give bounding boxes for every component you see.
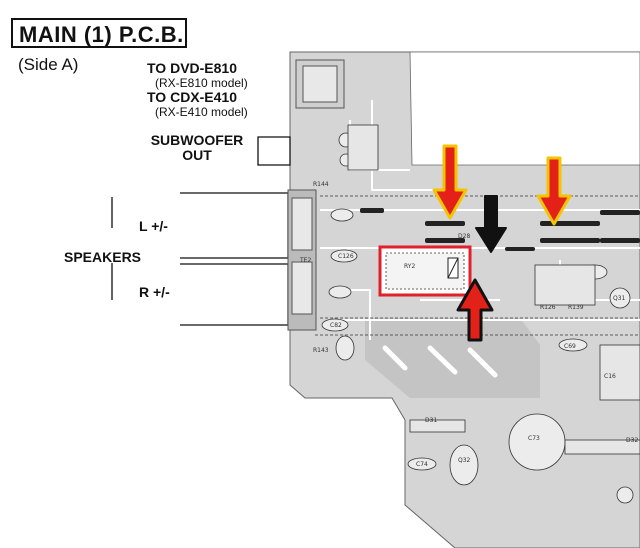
- speaker-brackets: [111, 136, 291, 326]
- speaker-right-label: R +/-: [139, 284, 170, 300]
- comp-r139: R139: [568, 304, 584, 311]
- comp-d32: D32: [626, 437, 638, 444]
- comp-c74: C74: [416, 461, 428, 468]
- speaker-left-label: L +/-: [139, 218, 168, 234]
- subwoofer-label: SUBWOOFER: [150, 132, 244, 148]
- side-label: (Side A): [18, 55, 79, 74]
- comp-te2: TE2: [299, 257, 311, 264]
- heatsink-stripes: [382, 345, 498, 378]
- subwoofer-out-label: OUT: [182, 147, 212, 163]
- cdx-connector-label: TO CDX-E410: [147, 89, 237, 105]
- black-arrow-down: [475, 195, 507, 253]
- page-title: MAIN (1) P.C.B.: [19, 22, 184, 47]
- comp-q32: Q32: [458, 457, 471, 464]
- title-box: MAIN (1) P.C.B.: [11, 18, 187, 48]
- yellow-arrow-left: [432, 144, 468, 220]
- heatsink-area: [365, 318, 540, 398]
- comp-d31: D31: [425, 417, 437, 424]
- comp-c73: C73: [528, 435, 540, 442]
- dvd-model-label: (RX-E810 model): [155, 76, 248, 90]
- speakers-label: SPEAKERS: [64, 249, 142, 265]
- comp-c82: C82: [330, 322, 342, 329]
- dvd-connector-label: TO DVD-E810: [147, 60, 237, 76]
- capacitors: [321, 132, 634, 504]
- comp-r126: R126: [540, 304, 556, 311]
- comp-ry2: RY2: [404, 263, 415, 270]
- board-cutout: [409, 51, 640, 166]
- yellow-arrow-right: [536, 156, 572, 226]
- comp-r143: R143: [313, 347, 329, 354]
- black-arrow-up: [456, 278, 494, 342]
- comp-q31: Q31: [613, 295, 626, 302]
- ic-packages: [347, 124, 640, 455]
- comp-c126: C126: [338, 253, 354, 260]
- comp-c69: C69: [564, 343, 576, 350]
- comp-d28: D28: [458, 233, 470, 240]
- comp-r144: R144: [313, 181, 329, 188]
- cdx-model-label: (RX-E410 model): [155, 105, 248, 119]
- comp-c16: C16: [604, 373, 616, 380]
